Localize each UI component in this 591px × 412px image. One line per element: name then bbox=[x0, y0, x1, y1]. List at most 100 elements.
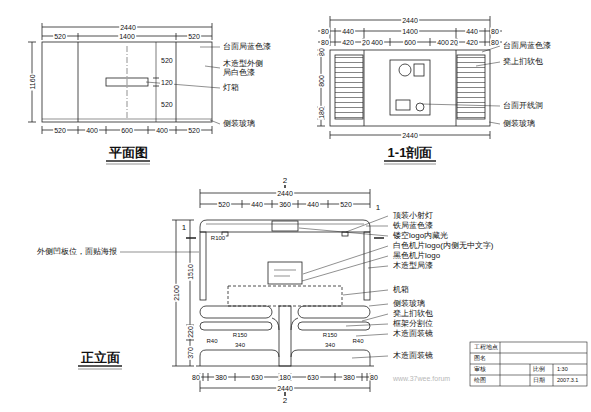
dimension-text: 630 bbox=[306, 374, 320, 381]
section-view-stroke bbox=[330, 131, 490, 139]
front-elevation-stroke bbox=[274, 270, 296, 276]
dimension-text: 1160 bbox=[29, 73, 36, 90]
front-elevation-stroke bbox=[78, 365, 122, 367]
watermark: www.37wee.forum bbox=[392, 375, 451, 382]
title-block-cell: 图名 bbox=[473, 356, 487, 362]
front-elevation-stroke bbox=[200, 322, 272, 330]
dimension-text: 2440 bbox=[276, 190, 294, 197]
front-elevation-stroke bbox=[284, 392, 286, 396]
section-view-stroke bbox=[330, 16, 490, 46]
dimension-text: 2100 bbox=[173, 284, 180, 302]
section-mark: 1 bbox=[375, 204, 381, 212]
section-view-stroke bbox=[317, 50, 325, 126]
dimension-text: 440 bbox=[250, 201, 264, 208]
dimension-text: 340 bbox=[234, 342, 246, 348]
dimension-text: 520 bbox=[217, 201, 231, 208]
dimension-text: 520 bbox=[53, 33, 67, 40]
callout-label: 外侧凹板位，面贴海报 bbox=[36, 248, 118, 256]
plan-view-stroke bbox=[146, 47, 220, 124]
callout-label: 镂空logo内藏光 bbox=[392, 232, 449, 240]
title-block-stroke bbox=[470, 342, 587, 386]
front-elevation-stroke bbox=[172, 220, 194, 366]
section-view-stroke bbox=[396, 100, 410, 110]
front-elevation-stroke bbox=[196, 366, 374, 367]
dimension-text: 180 bbox=[318, 106, 325, 120]
dimension-text: 80 bbox=[320, 39, 330, 46]
front-elevation-stroke bbox=[279, 306, 291, 366]
front-elevation-stroke bbox=[200, 373, 370, 392]
dimension-text: 340 bbox=[324, 342, 336, 348]
section-view-stroke bbox=[456, 50, 457, 126]
dimension-text: 2440 bbox=[276, 385, 294, 392]
front-elevation-stroke bbox=[364, 232, 370, 300]
dimension-text: 400 bbox=[85, 127, 99, 134]
dimension-text: 440 bbox=[306, 201, 320, 208]
dimension-text: 2440 bbox=[119, 24, 137, 31]
front-elevation-stroke bbox=[200, 306, 272, 318]
callout-label: 凳上扪软包 bbox=[392, 310, 434, 318]
front-elevation-stroke bbox=[200, 220, 370, 232]
front-elevation-stroke bbox=[272, 318, 298, 330]
radius-label: R100 bbox=[210, 235, 226, 241]
radius-label: R150 bbox=[322, 332, 338, 338]
title-block bbox=[470, 342, 587, 386]
dimension-text: 420 bbox=[465, 39, 479, 46]
callout-label: 木造型外侧局白色漆 bbox=[222, 59, 268, 77]
callout-label: 木造型局漆 bbox=[392, 262, 434, 270]
dimension-text: 380 bbox=[342, 374, 356, 381]
callout-label: 顶装小射灯 bbox=[392, 212, 434, 220]
view-title: 1-1剖面 bbox=[387, 146, 434, 159]
dimension-text: 220 bbox=[187, 325, 194, 339]
dimension-text: 20 bbox=[449, 39, 459, 46]
section-mark: 2 bbox=[282, 397, 288, 405]
dimension-text: 2440 bbox=[401, 132, 419, 139]
section-mark: 2 bbox=[282, 177, 288, 185]
dimension-text: 520 bbox=[187, 127, 201, 134]
dimension-text: 80 bbox=[320, 28, 330, 35]
front-elevation-stroke bbox=[200, 350, 279, 366]
section-view bbox=[317, 16, 502, 164]
front-elevation-stroke bbox=[291, 350, 370, 366]
section-view-stroke bbox=[399, 64, 411, 76]
section-view-stroke bbox=[390, 60, 430, 115]
title-block-cell: 日期 bbox=[532, 378, 546, 384]
dimension-text: 600 bbox=[120, 127, 134, 134]
front-elevation-stroke bbox=[190, 220, 191, 366]
dimension-text: 600 bbox=[403, 39, 417, 46]
plan-view-stroke bbox=[106, 164, 150, 165]
front-elevation-stroke bbox=[298, 306, 370, 318]
plan-view-stroke bbox=[28, 42, 36, 122]
callout-label: 铁局蓝色漆 bbox=[392, 222, 434, 230]
title-block-stroke bbox=[470, 342, 587, 386]
section-view-stroke bbox=[364, 50, 365, 126]
dimension-text: 800 bbox=[318, 74, 325, 88]
dimension-text: 400 bbox=[155, 127, 169, 134]
front-elevation-stroke bbox=[120, 252, 199, 253]
title-block-cell: 绘图 bbox=[473, 378, 487, 384]
dimension-text: 1510 bbox=[187, 263, 194, 281]
section-view-stroke bbox=[384, 160, 436, 162]
callout-label: 侧装玻璃 bbox=[392, 300, 426, 308]
callout-label: 台面开线洞 bbox=[502, 102, 544, 110]
front-elevation-stroke bbox=[206, 224, 364, 225]
plan-view-stroke bbox=[42, 23, 212, 40]
section-view-stroke bbox=[457, 55, 485, 119]
section-view-stroke bbox=[414, 64, 424, 76]
title-block-cell: 2007.3.1 bbox=[556, 378, 579, 384]
callout-label: 侧装玻璃 bbox=[222, 120, 256, 128]
dimension-text: 370 bbox=[187, 346, 194, 360]
title-block-cell: 1:30 bbox=[556, 367, 569, 373]
front-elevation-stroke bbox=[228, 286, 342, 306]
dimension-text: 180 bbox=[278, 374, 292, 381]
dimension-text: 80 bbox=[191, 374, 201, 381]
front-elevation-stroke bbox=[78, 369, 122, 370]
callout-label: 台面局蓝色漆 bbox=[502, 42, 552, 50]
dimension-text: 1400 bbox=[118, 33, 136, 40]
callout-label: 框架分割位 bbox=[392, 320, 434, 328]
dimension-text: 520 bbox=[187, 33, 201, 40]
dimension-text: 360 bbox=[278, 201, 292, 208]
dimension-text: 400 bbox=[436, 39, 450, 46]
front-elevation-stroke bbox=[298, 322, 370, 330]
dimension-text: 400 bbox=[370, 39, 384, 46]
